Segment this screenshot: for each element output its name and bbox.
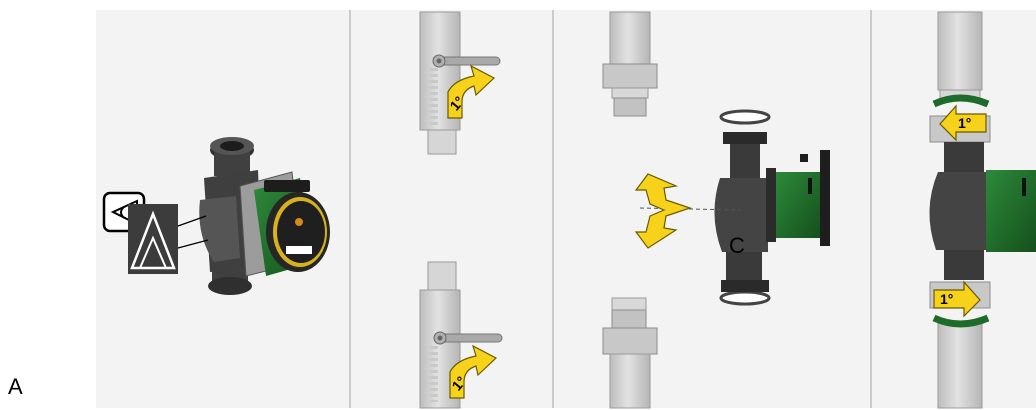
panel-label: A bbox=[8, 374, 23, 400]
gasket-bottom bbox=[721, 292, 769, 304]
rotation-degree-label: 1° bbox=[958, 115, 971, 131]
part-label: C bbox=[729, 233, 745, 259]
gasket-top bbox=[721, 111, 769, 123]
rotation-degree-label: 1° bbox=[940, 291, 953, 307]
